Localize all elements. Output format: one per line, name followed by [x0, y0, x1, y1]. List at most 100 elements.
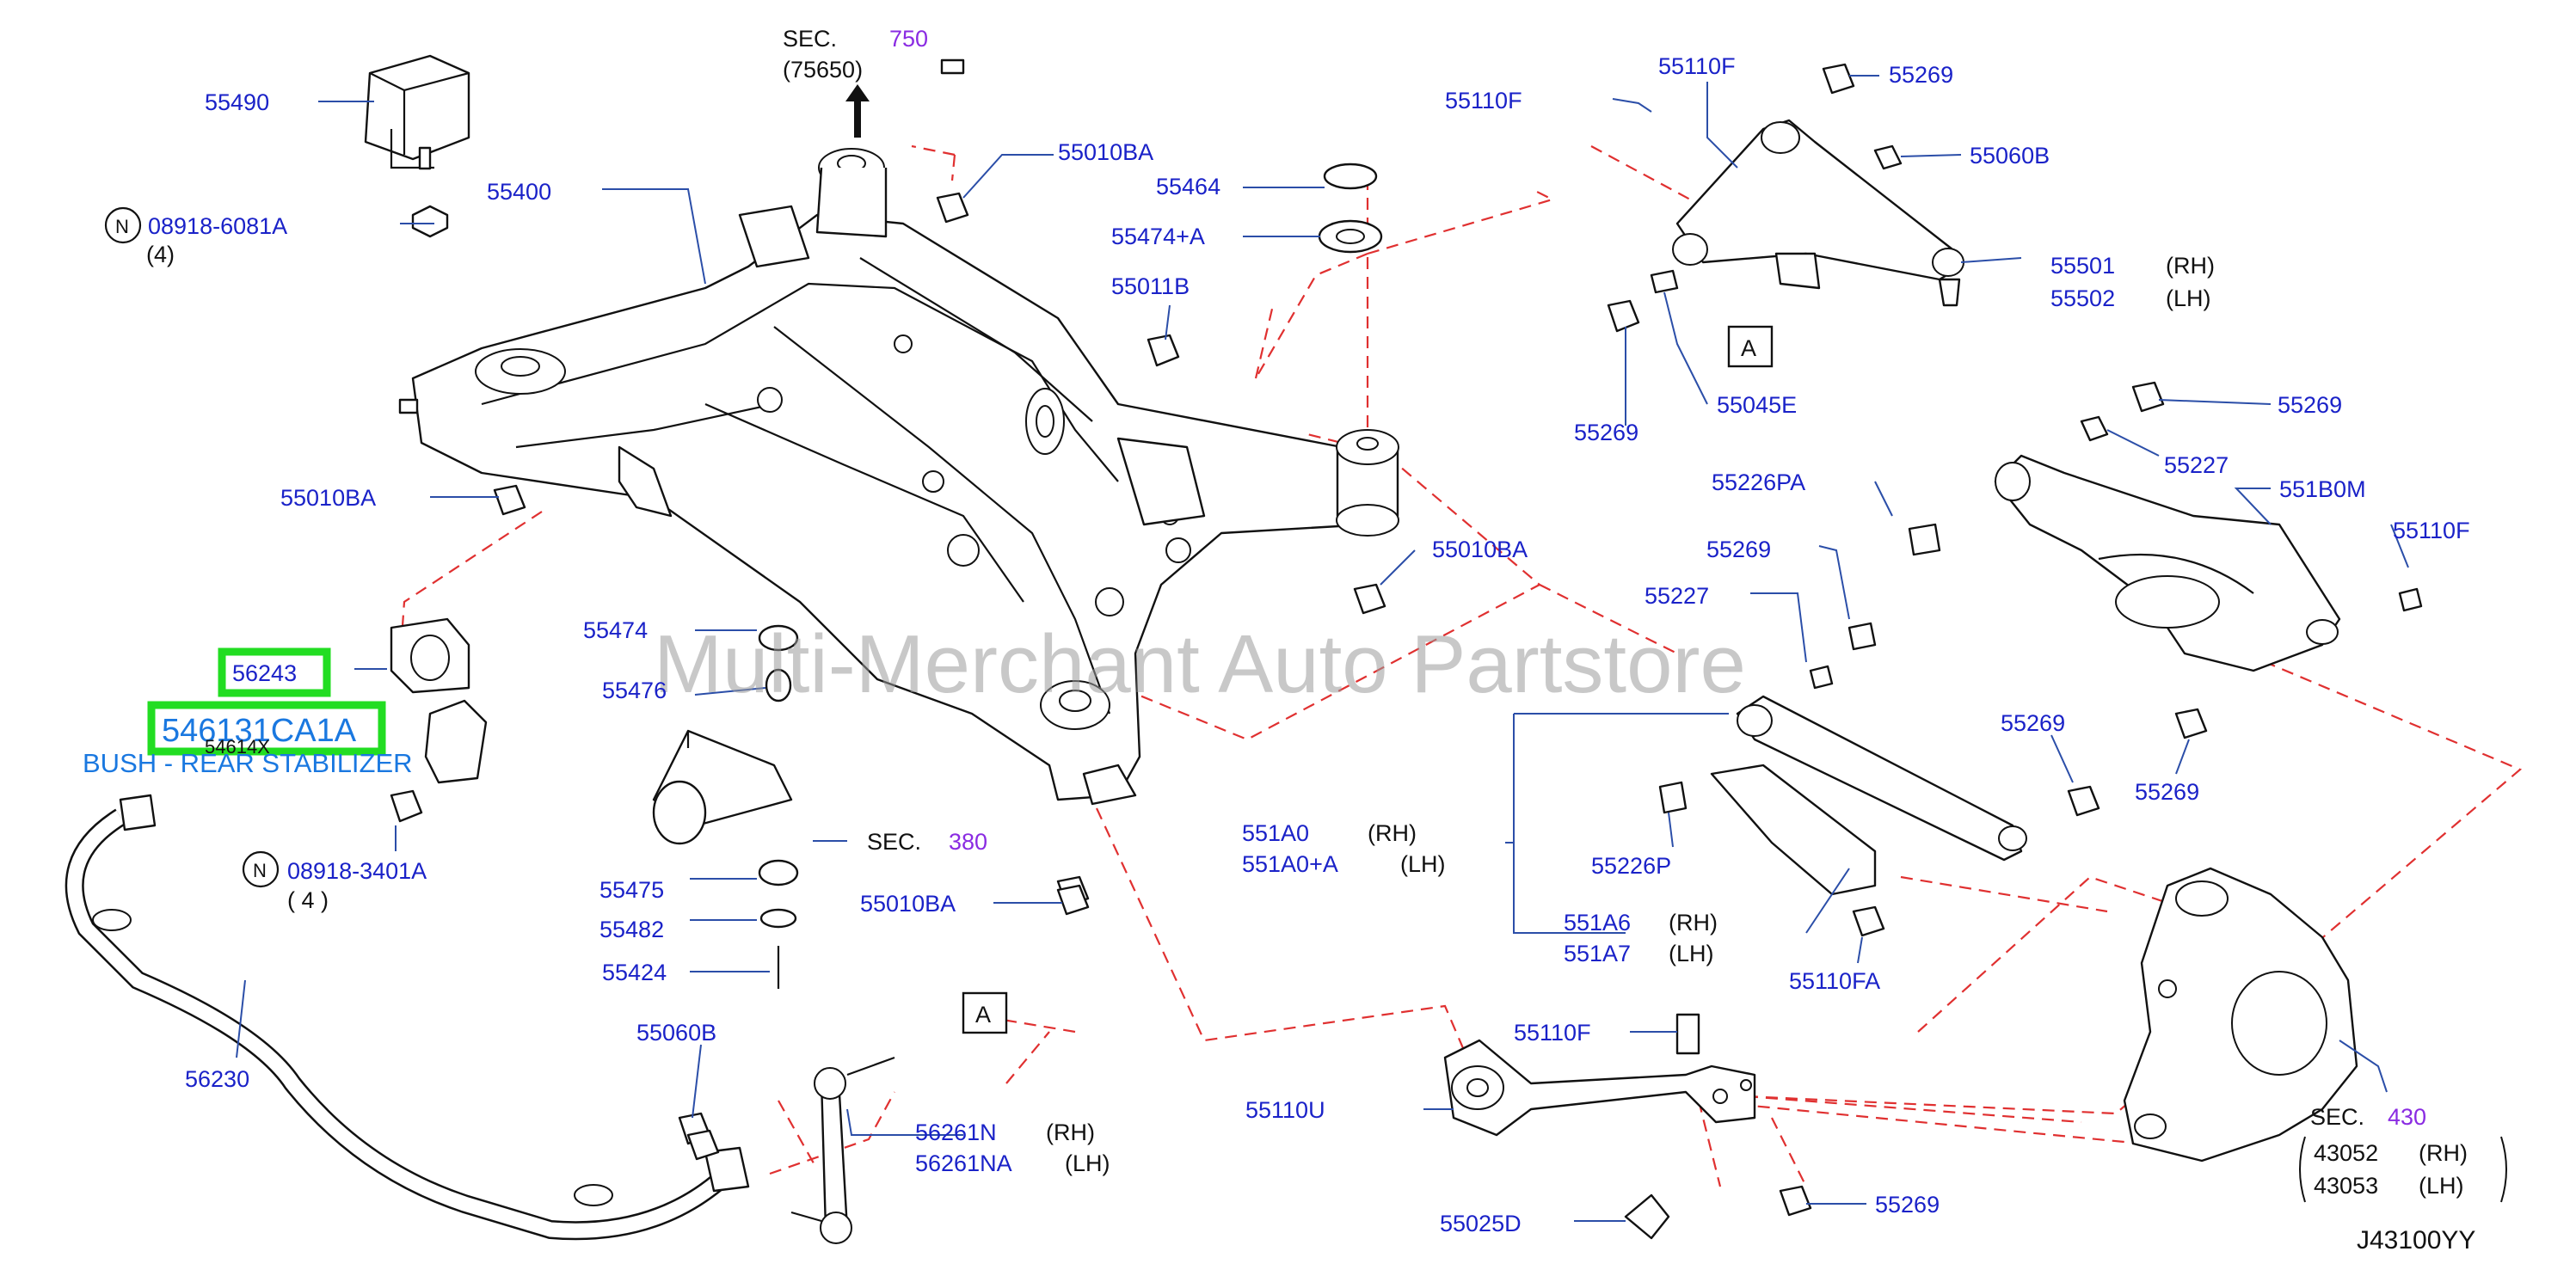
label-551A0A: 551A0+A — [1242, 851, 1338, 877]
label-bush-rear-stabilizer: BUSH - REAR STABILIZER — [83, 748, 413, 778]
label-55400: 55400 — [487, 179, 551, 205]
upper-arm-55501 — [940, 58, 1964, 307]
label-551B0M: 551B0M — [2279, 476, 2366, 502]
label-55269-f: 55269 — [2135, 779, 2199, 805]
label-43053: 43053 — [2314, 1173, 2378, 1199]
label-55424: 55424 — [602, 960, 667, 985]
label-56261N: 56261N — [915, 1120, 997, 1145]
label-55269-c: 55269 — [2278, 392, 2342, 418]
label-55269-g: 55269 — [1875, 1192, 1940, 1218]
label-55110FA: 55110FA — [1789, 968, 1880, 994]
label-55110F-a: 55110F — [1445, 88, 1522, 113]
label-55110F-b: 55110F — [1658, 53, 1736, 79]
label-551A6-rh: (RH) — [1669, 910, 1718, 936]
stabilizer-bar — [65, 794, 750, 1241]
label-55060B-right: 55060B — [1970, 143, 2050, 169]
label-08918-6081A: 08918-6081A — [148, 213, 287, 239]
label-75650: (75650) — [783, 57, 863, 83]
label-55110F-c: 55110F — [2393, 518, 2470, 543]
label-55010BA-left: 55010BA — [280, 485, 376, 511]
label-55474: 55474 — [583, 617, 648, 643]
label-55464: 55464 — [1156, 174, 1220, 199]
label-43053-lh: (LH) — [2419, 1173, 2464, 1199]
bracket-right — [2500, 1136, 2507, 1203]
label-56230: 56230 — [185, 1066, 249, 1092]
label-43052: 43052 — [2314, 1140, 2378, 1166]
label-55269-a: 55269 — [1889, 62, 1953, 88]
label-55025D: 55025D — [1440, 1211, 1522, 1236]
label-55269-e: 55269 — [2001, 710, 2065, 736]
watermark: Multi-Merchant Auto Partstore — [654, 618, 1746, 710]
arrow-sec-750 — [845, 84, 870, 138]
label-55010BA-top: 55010BA — [1058, 139, 1153, 165]
label-55269-b: 55269 — [1574, 420, 1638, 445]
label-55045E: 55045E — [1717, 392, 1797, 418]
label-56261NA-lh: (LH) — [1065, 1150, 1110, 1176]
lower-arm-551B0M — [1994, 454, 2341, 672]
label-56261N-rh: (RH) — [1046, 1120, 1095, 1145]
label-55501-rh: (RH) — [2166, 253, 2215, 279]
label-750: 750 — [889, 26, 928, 52]
highlight-box-56243 — [218, 647, 331, 697]
label-qty-4: (4) — [146, 242, 175, 267]
label-55502-lh: (LH) — [2166, 285, 2211, 311]
label-55476: 55476 — [602, 678, 667, 703]
label-54614X: 54614X — [205, 736, 270, 758]
label-56243: 56243 — [232, 660, 297, 686]
label-55010BA-right: 55010BA — [1432, 537, 1528, 562]
label-55110U: 55110U — [1245, 1097, 1325, 1123]
circle-n-icon-2 — [242, 850, 280, 888]
bracket-left — [2299, 1136, 2306, 1203]
label-n-1: N — [115, 216, 129, 237]
label-55474A: 55474+A — [1111, 224, 1205, 249]
label-sec-430: SEC. — [2310, 1104, 2364, 1130]
label-55060B-left: 55060B — [636, 1020, 716, 1046]
stabilizer-link — [790, 1056, 895, 1244]
stabilizer-bush-assembly — [390, 617, 488, 823]
toe-link-55110U — [1443, 1013, 1756, 1240]
label-A-lower: A — [975, 1002, 991, 1028]
label-55490: 55490 — [205, 89, 269, 115]
label-551A6: 551A6 — [1564, 910, 1631, 936]
label-sec-750: SEC. — [783, 26, 837, 52]
highlight-box-546131CA1A — [147, 701, 386, 756]
label-n-2: N — [253, 860, 267, 881]
circle-n-icon — [104, 206, 142, 244]
label-55226P: 55226P — [1591, 853, 1671, 879]
label-55502: 55502 — [2050, 285, 2115, 311]
label-380: 380 — [949, 829, 987, 855]
label-551A7-lh: (LH) — [1669, 941, 1714, 966]
label-sec-380: SEC. — [867, 829, 921, 855]
label-diagram-code: J43100YY — [2357, 1226, 2475, 1255]
knuckle-43052 — [2123, 867, 2358, 1163]
leader-lines — [236, 75, 2409, 1222]
label-55227-a: 55227 — [2164, 452, 2229, 478]
label-430: 430 — [2388, 1104, 2426, 1130]
fasteners — [493, 63, 2423, 1217]
label-55110F-d: 55110F — [1514, 1020, 1591, 1046]
label-55010BA-bottom: 55010BA — [860, 891, 956, 917]
ref-box-A-upper — [1727, 325, 1774, 368]
label-551A0: 551A0 — [1242, 820, 1309, 846]
label-546131CA1A: 546131CA1A — [162, 713, 357, 749]
label-55475: 55475 — [599, 877, 664, 903]
label-55482: 55482 — [599, 917, 664, 942]
lateral-link-551A0 — [1710, 695, 2027, 896]
label-55226PA: 55226PA — [1712, 469, 1805, 495]
label-551A7: 551A7 — [1564, 941, 1631, 966]
label-08918-3401A: 08918-3401A — [287, 858, 427, 884]
label-551A0-rh: (RH) — [1368, 820, 1417, 846]
label-55501: 55501 — [2050, 253, 2115, 279]
label-55011B: 55011B — [1111, 273, 1190, 299]
diff-mount-parts — [652, 163, 1383, 989]
labels: 55490 08918-6081A (4) 55400 SEC. 750 (75… — [83, 26, 2475, 1255]
label-551A0A-lh: (LH) — [1400, 851, 1446, 877]
label-A-upper: A — [1741, 335, 1756, 361]
label-qty-4b: ( 4 ) — [287, 887, 329, 913]
label-43052-rh: (RH) — [2419, 1140, 2468, 1166]
mount-55490 — [364, 54, 470, 238]
label-55269-d: 55269 — [1706, 537, 1771, 562]
rear-subframe — [398, 148, 1399, 806]
ref-box-A-lower — [962, 991, 1008, 1034]
